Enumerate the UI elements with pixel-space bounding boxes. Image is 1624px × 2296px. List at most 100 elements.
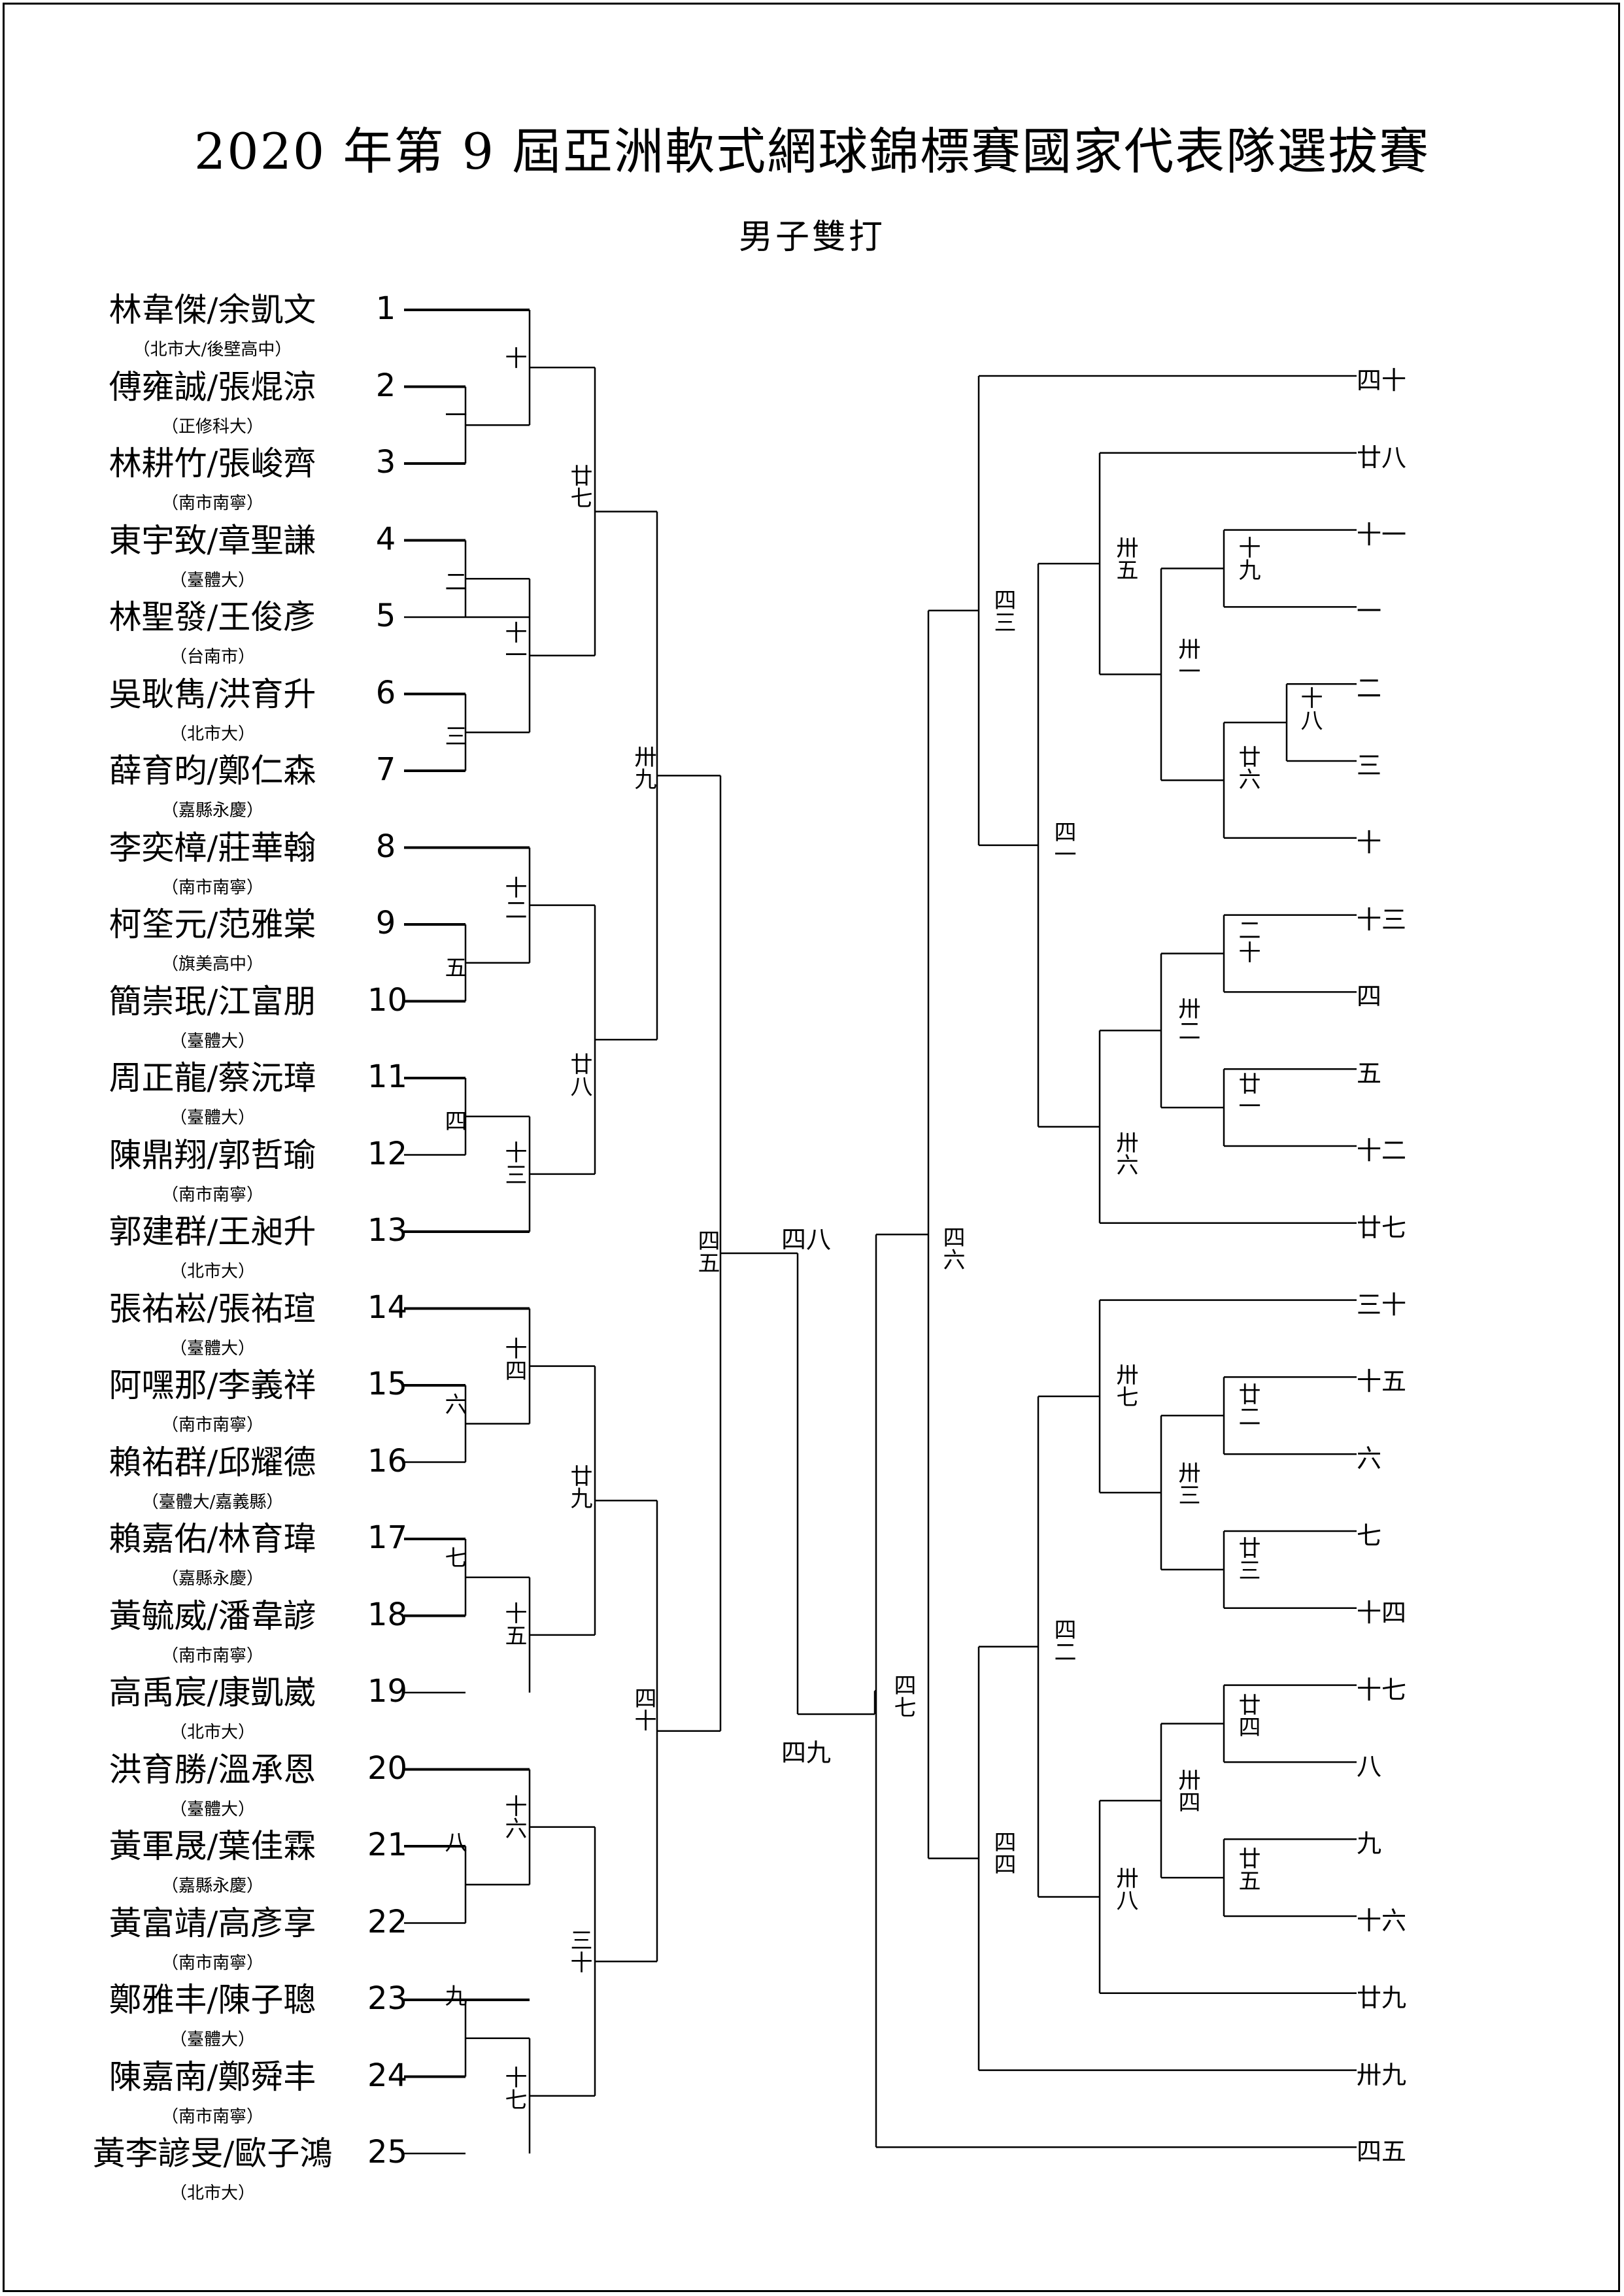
match-number: 四七 [890,1674,916,1718]
match-number: 十九 [1234,536,1260,581]
player-name: 吳耿雋/洪育升 [109,675,316,713]
match-number: 四五 [694,1229,720,1274]
player-name: 黃富靖/高彥享 [109,1904,316,1942]
match-number: 三十 [566,1929,592,1973]
player-name: 賴嘉佑/林育瑋 [109,1520,316,1558]
player-affiliation: （嘉縣永慶） [161,1876,263,1896]
player-affiliation: （臺體大） [169,1338,255,1359]
match-number: 二十 [1234,919,1260,963]
match-number: 卅四 [1174,1768,1200,1813]
player-affiliation: （正修科大） [161,416,263,437]
player-affiliation: （台南市） [169,647,255,667]
match-number: 四二 [1050,1618,1076,1663]
seed-number: 8 [375,828,396,865]
match-number: 卅二 [1174,997,1200,1041]
match-number: 十六 [501,1795,527,1839]
seed-number: 5 [375,598,396,634]
outcome-label: 十七 [1357,1675,1407,1704]
match-number: 卅一 [1174,637,1200,682]
match-number: 卅三 [1174,1461,1200,1506]
outcome-label: 三 [1357,751,1382,780]
match-number: 廿四 [1234,1693,1260,1738]
match-number: 十四 [501,1337,527,1381]
player-name: 傅雍誠/張焜涼 [109,367,316,406]
outcome-label: 廿七 [1357,1213,1407,1242]
match-number: 四 [441,1109,467,1132]
seed-number: 12 [367,1135,408,1172]
player-affiliation: （旗美高中） [161,954,263,974]
match-number: 廿九 [566,1464,592,1509]
match-number: 九 [441,1984,467,2006]
seed-number: 2 [375,367,396,404]
player-affiliation: （臺體大） [169,570,255,590]
match-number: 一 [441,403,467,426]
match-number: 十二 [501,876,527,920]
player-affiliation: （南市南寧） [161,1415,263,1435]
seed-number: 18 [367,1596,408,1633]
match-number: 二 [441,570,467,592]
outcome-label: 廿九 [1357,1983,1407,2012]
match-number: 四三 [990,588,1016,633]
match-number: 八 [441,1831,467,1853]
player-affiliation: （南市南寧） [161,494,263,513]
player-affiliation: （北市大） [169,2184,255,2203]
player-affiliation: （南市南寧） [161,1185,263,1205]
outcome-label: 十六 [1357,1906,1407,1935]
center-label-lower: 四九 [781,1738,832,1767]
outcome-label: 九 [1357,1829,1382,1859]
match-number: 十一 [501,621,527,666]
seed-number: 20 [367,1749,408,1787]
outcome-label: 四十 [1357,366,1407,395]
player-affiliation: （臺體大） [169,1108,255,1128]
seed-number: 7 [375,751,396,788]
match-number: 五 [441,956,467,978]
seed-number: 14 [367,1289,408,1326]
match-number: 卅八 [1112,1866,1138,1911]
seed-number: 13 [367,1212,408,1249]
page-title: 2020 年第 9 屆亞洲軟式網球錦標賽國家代表隊選拔賽 [194,122,1430,180]
seed-number: 6 [375,674,396,711]
match-number: 四六 [939,1226,965,1270]
seed-number: 15 [367,1366,408,1402]
page-border [3,3,1620,2292]
player-name: 阿嘿那/李義祥 [109,1366,316,1404]
seed-number: 10 [367,981,408,1019]
seed-number: 4 [375,520,396,558]
seed-number: 9 [375,905,396,941]
player-affiliation: （南市南寧） [161,1953,263,1973]
match-number: 廿八 [566,1053,592,1097]
player-name: 李奕樟/莊華翰 [109,828,316,867]
seed-number: 25 [367,2134,408,2170]
player-affiliation: （臺體大/嘉義縣） [141,1492,284,1512]
player-affiliation: （南市南寧） [161,877,263,898]
player-name: 高禹宸/康凱崴 [109,1674,316,1712]
match-number: 十五 [501,1602,527,1646]
player-name: 林耕竹/張峻齊 [109,445,316,482]
player-name: 陳鼎翔/郭哲瑜 [109,1136,316,1174]
match-number: 七 [441,1546,467,1568]
seed-number: 22 [367,1903,408,1940]
outcome-label: 六 [1357,1444,1382,1474]
match-number: 十七 [501,2066,527,2110]
player-name: 林聖發/王俊彥 [109,598,316,636]
match-number: 十三 [501,1141,527,1185]
match-number: 卅五 [1112,536,1138,581]
match-number: 三 [441,724,467,747]
player-name: 賴祐群/邱耀德 [109,1443,316,1481]
match-number: 四四 [990,1831,1016,1875]
player-affiliation: （臺體大） [169,2030,255,2050]
player-name: 洪育勝/溫承恩 [109,1750,316,1789]
seed-number: 17 [367,1519,408,1556]
seed-number: 11 [367,1058,408,1095]
outcome-label: 十一 [1357,520,1407,549]
match-number: 卅七 [1112,1363,1138,1408]
outcome-label: 三十 [1357,1290,1407,1319]
player-name: 周正龍/蔡沅璋 [109,1059,316,1097]
match-number: 廿五 [1234,1847,1260,1891]
seed-number: 21 [367,1827,408,1863]
outcome-label: 七 [1357,1521,1382,1550]
player-affiliation: （臺體大） [169,1031,255,1051]
outcome-label: 廿八 [1357,443,1407,472]
outcome-label: 十三 [1357,905,1407,934]
player-name: 東宇致/章聖謙 [109,521,316,560]
